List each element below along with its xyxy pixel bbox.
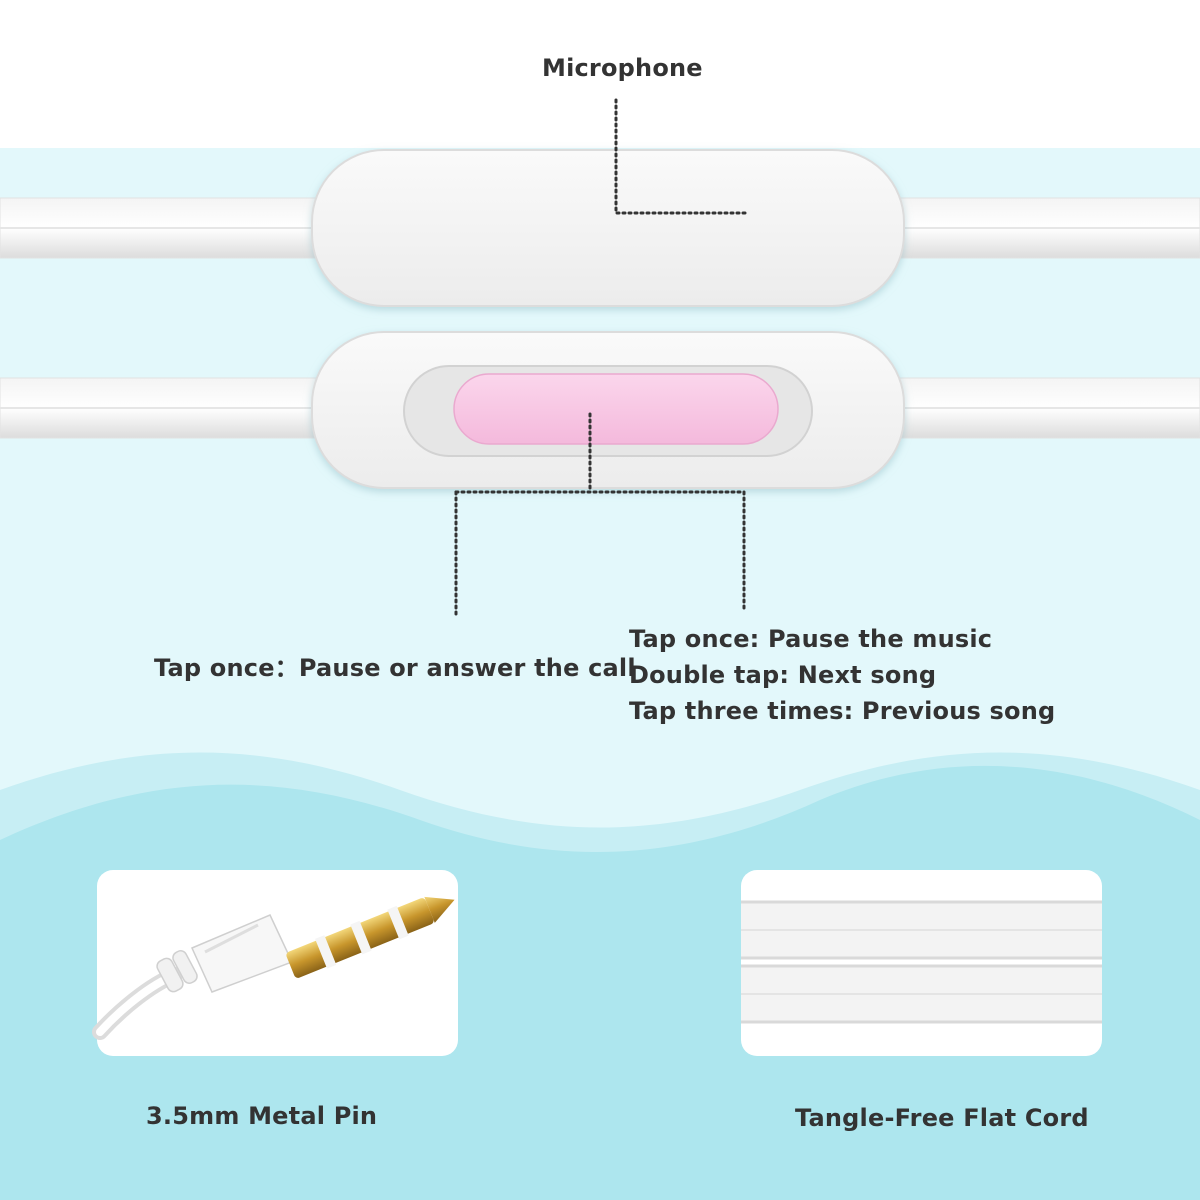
music-controls-labels: Tap once: Pause the music Double tap: Ne… [629,624,1055,732]
flat-cord-card [741,870,1102,1056]
music-control-line: Tap once: Pause the music [629,625,993,653]
call-button-label: Tap once：Pause or answer the call [154,654,636,682]
callout-lines [454,98,747,617]
strain-relief [156,914,294,993]
top-white-band [0,0,1200,148]
pink-control-button[interactable] [453,373,779,445]
music-control-line: Double tap: Next song [629,661,937,689]
microphone-housing [311,149,905,307]
gold-plug [286,896,455,978]
microphone-leader [614,98,747,215]
microphone-label: Microphone [542,54,703,82]
remote-cord [0,377,1200,439]
music-control-line: Tap three times: Previous song [629,697,1056,725]
flat-cord-caption: Tangle-Free Flat Cord [795,1104,1089,1132]
metal-pin-card [92,870,458,1056]
metal-pin-caption: 3.5mm Metal Pin [146,1102,378,1130]
